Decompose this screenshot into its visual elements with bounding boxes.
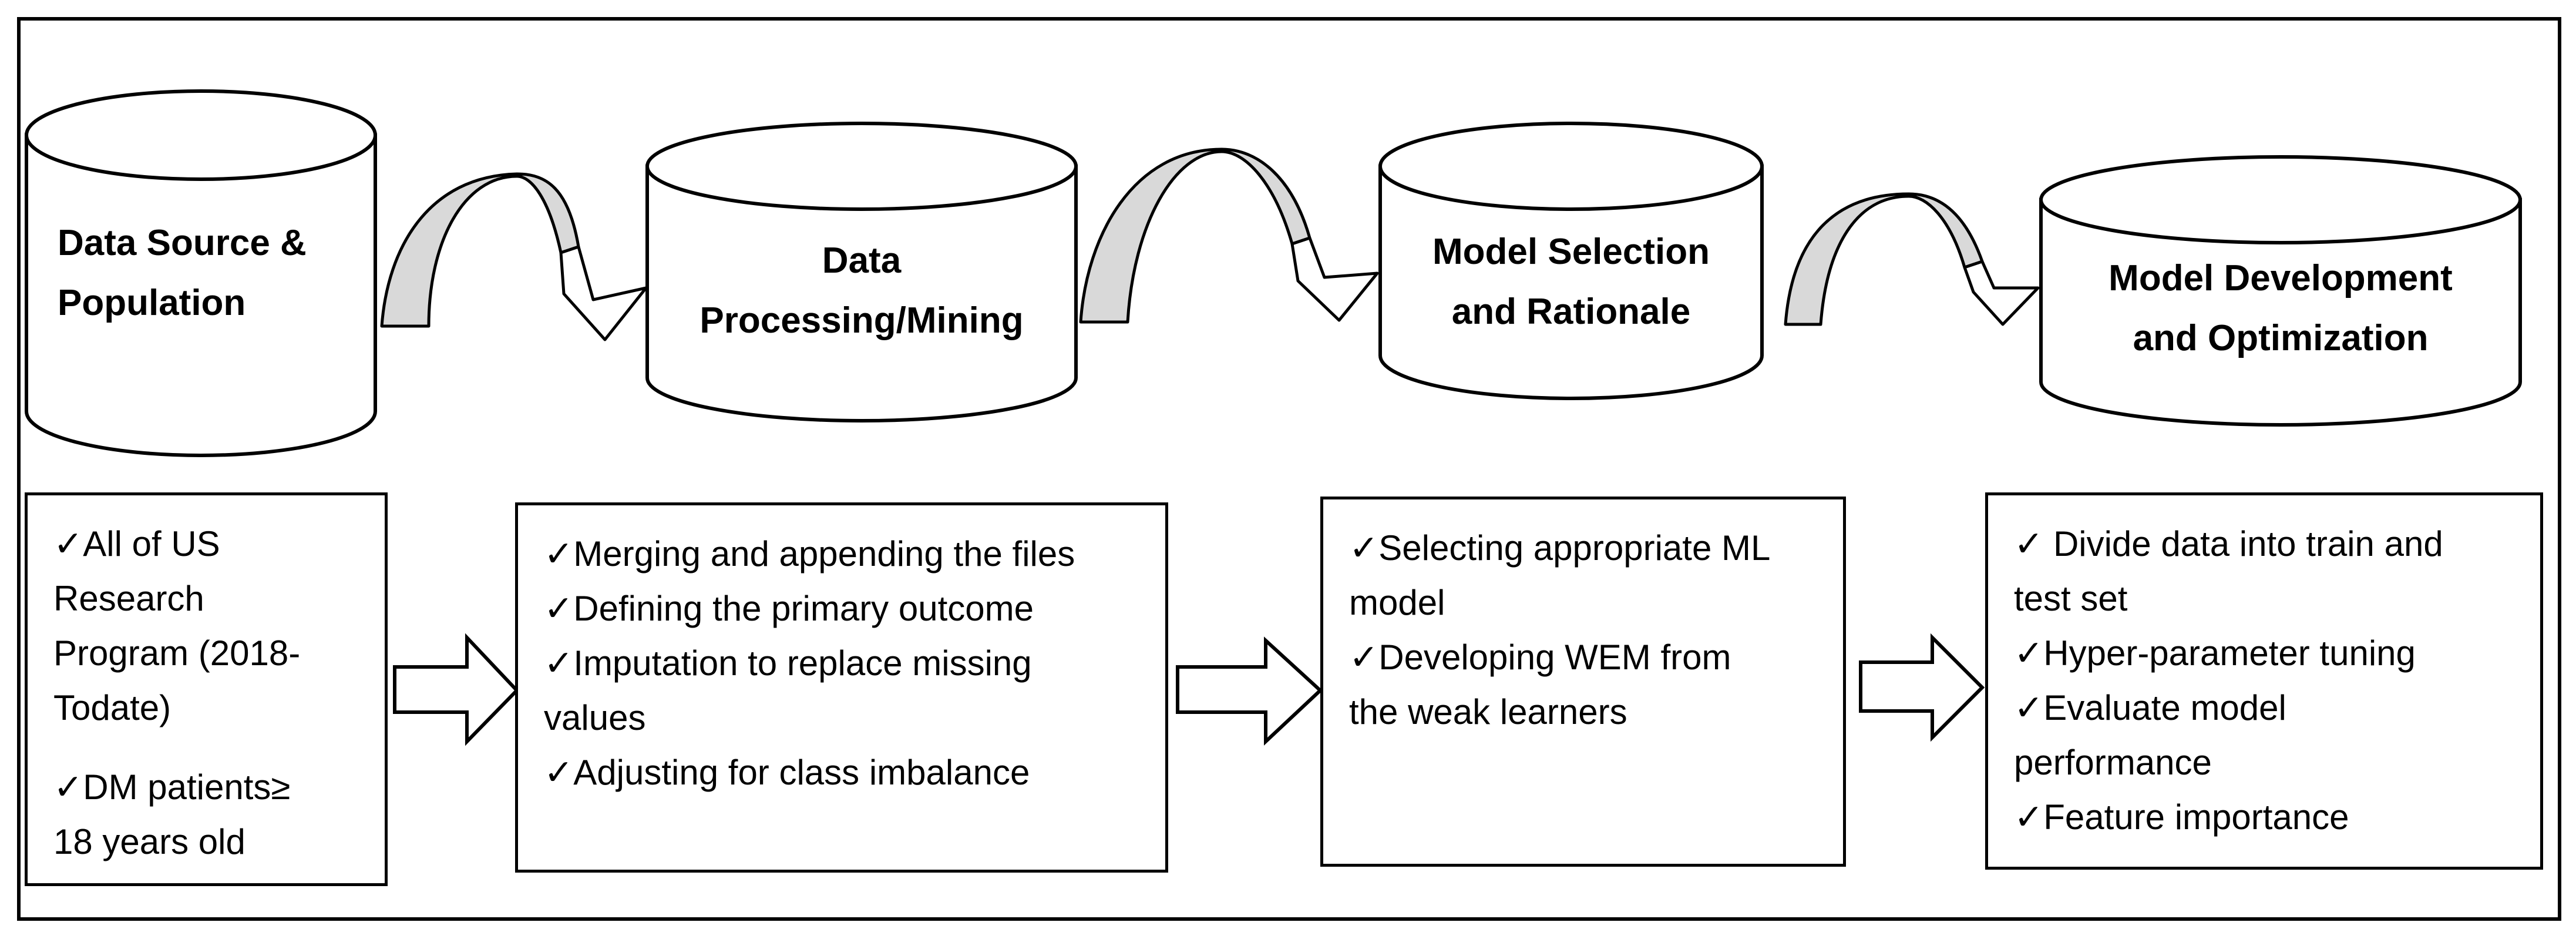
detail-box-model-development: ✓ Divide data into train and test set ✓H… (1985, 492, 2543, 870)
curved-arrow-2 (1079, 147, 1379, 324)
stage-label-line: and Rationale (1451, 291, 1691, 332)
block-arrow-3 (1859, 633, 1985, 742)
detail-box-data-processing: ✓Merging and appending the files ✓Defini… (515, 502, 1168, 873)
detail-line: ✓Developing WEM from (1349, 638, 1731, 677)
detail-line: 18 years old (53, 822, 246, 861)
detail-line: ✓All of US (53, 524, 220, 564)
detail-line: Research (53, 579, 204, 618)
stage-label-model-development: Model Development and Optimization (2041, 250, 2520, 367)
detail-line: performance (2014, 743, 2212, 782)
stage-label-line: Data (822, 240, 902, 281)
curved-arrow-1 (380, 172, 648, 341)
detail-box-data-source: ✓All of US Research Program (2018- Todat… (25, 492, 388, 886)
stage-label-line: Data Source & (58, 223, 307, 263)
detail-line: ✓Feature importance (2014, 797, 2349, 837)
stage-label-line: and Optimization (2133, 318, 2429, 358)
cylinder-model-development (2039, 155, 2522, 427)
stage-label-model-selection: Model Selection and Rationale (1380, 223, 1762, 341)
detail-box-model-selection: ✓Selecting appropriate ML model ✓Develop… (1320, 497, 1846, 867)
stage-label-line: Model Development (2108, 258, 2453, 299)
detail-item: ✓DM patients≥ 18 years old (53, 760, 385, 869)
cylinder-data-processing (645, 122, 1078, 422)
detail-line: test set (2014, 579, 2128, 618)
cylinder-data-source (25, 89, 377, 457)
detail-line: Todate) (53, 688, 171, 727)
detail-line: ✓Evaluate model (2014, 688, 2286, 727)
detail-line: ✓ Divide data into train and (2014, 524, 2443, 564)
stage-label-line: Model Selection (1432, 232, 1710, 272)
detail-line: ✓Imputation to replace missing (544, 643, 1032, 683)
curved-arrow-3 (1784, 192, 2040, 326)
detail-line: Program (2018- (53, 633, 301, 673)
stage-label-data-source: Data Source & Population (58, 185, 363, 361)
detail-line: ✓DM patients≥ (53, 767, 291, 807)
block-arrow-1 (393, 633, 520, 746)
block-arrow-2 (1176, 636, 1323, 746)
detail-line: ✓Hyper-parameter tuning (2014, 633, 2416, 673)
stage-label-data-processing: Data Processing/Mining (647, 232, 1076, 350)
stage-label-line: Processing/Mining (700, 300, 1024, 341)
detail-line: the weak learners (1349, 692, 1627, 732)
stage-label-line: Population (58, 283, 246, 323)
detail-line: ✓Adjusting for class imbalance (544, 753, 1030, 792)
outer-frame (17, 17, 2561, 921)
detail-line: values (544, 698, 646, 737)
detail-line: ✓Defining the primary outcome (544, 589, 1034, 628)
detail-line: ✓Merging and appending the files (544, 534, 1075, 574)
cylinder-model-selection (1378, 122, 1764, 400)
detail-item: ✓All of US Research Program (2018- Todat… (53, 517, 385, 735)
detail-line: model (1349, 583, 1445, 622)
detail-line: ✓Selecting appropriate ML (1349, 528, 1771, 568)
